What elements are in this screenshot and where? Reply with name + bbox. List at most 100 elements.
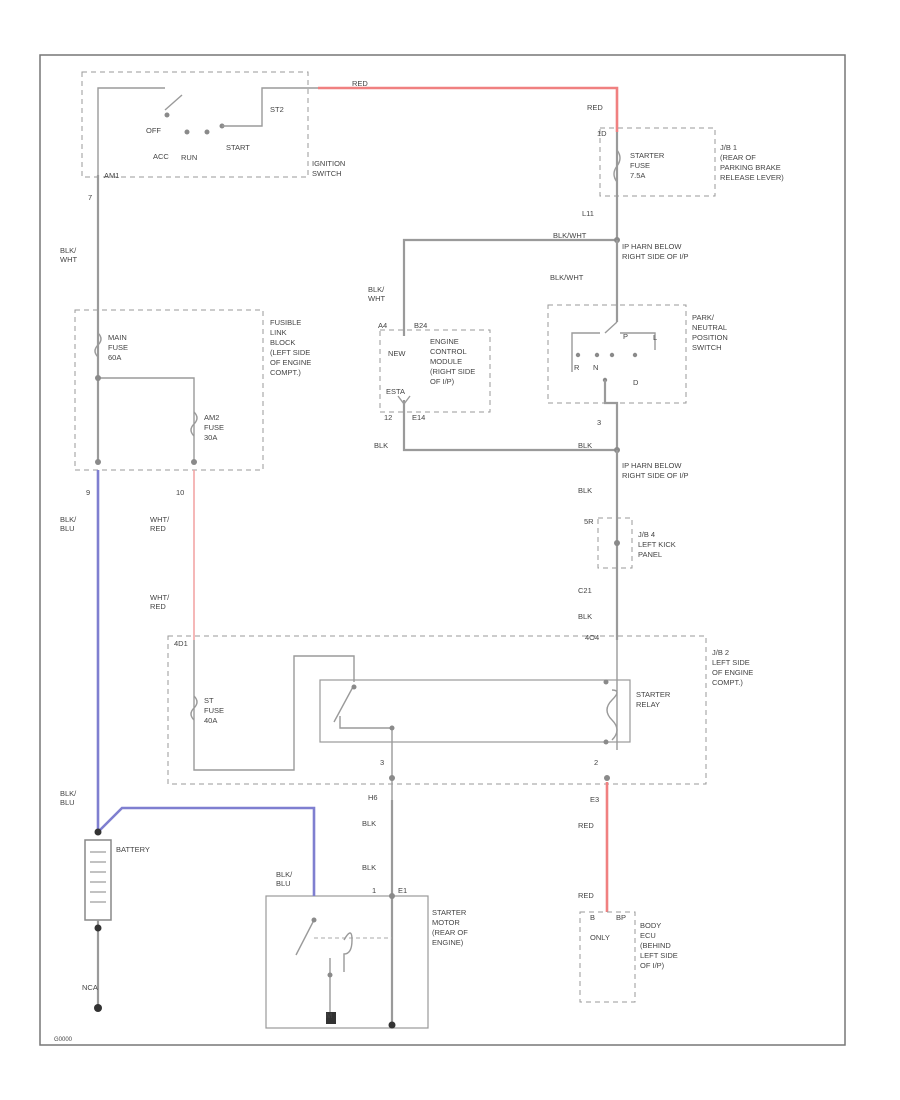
e3-label: E3 <box>590 795 599 804</box>
pin-1d-label: 1D <box>597 129 607 138</box>
wire-pnp-out <box>603 380 619 450</box>
body-ecu-label-5: OF I/P) <box>640 961 665 970</box>
ign-acc-label: ACC <box>153 152 169 161</box>
ignition-switch-name-2: SWITCH <box>312 169 342 178</box>
pnp-d-label: D <box>633 378 639 387</box>
am2-fuse-icon <box>190 411 198 437</box>
wht-red-label-2a: WHT/ <box>150 593 170 602</box>
wht-red-label-1b: RED <box>150 524 166 533</box>
starter-motor-label-4: ENGINE) <box>432 938 464 947</box>
motor-contact-top <box>311 917 317 923</box>
pnp-r-label: R <box>574 363 580 372</box>
blk-wht-ecm-label-1: BLK/ <box>368 285 385 294</box>
ign-contact-run <box>204 129 210 135</box>
red-wire-ignition-to-fuse <box>318 86 619 132</box>
jb4-label-1: J/B 4 <box>638 530 655 539</box>
jb2-box <box>167 635 707 785</box>
jb2-label-2: LEFT SIDE <box>712 658 750 667</box>
pnp-label-3: POSITION <box>692 333 728 342</box>
starter-motor-label-2: MOTOR <box>432 918 460 927</box>
relay-contact-arm <box>333 684 355 723</box>
fusible-link-label-2: LINK <box>270 328 287 337</box>
fusible-link-block-box <box>74 309 264 471</box>
pnp-contact-d <box>632 352 638 358</box>
jb2-pin-3-dot <box>389 775 395 781</box>
ign-contact-off <box>164 112 170 118</box>
c21-label: C21 <box>578 586 592 595</box>
battery-ground-point <box>94 1004 102 1012</box>
pin-3-relay-label: 3 <box>380 758 384 767</box>
blk-wht-wire-to-ecm <box>402 238 617 336</box>
blk-blu-label-2: BLU <box>60 524 75 533</box>
pnp-contact-p <box>609 352 615 358</box>
ign-off-label: OFF <box>146 126 161 135</box>
ecm-pin-ab-label: A4 <box>378 321 387 330</box>
jb2-label-3: OF ENGINE <box>712 668 753 677</box>
jb2-pin-right-label: 4O4 <box>585 633 599 642</box>
h6-label: H6 <box>368 793 378 802</box>
pin-2-relay-label: 2 <box>594 758 598 767</box>
relay-coil-icon <box>606 689 618 741</box>
motor-ground-terminal <box>326 1012 336 1024</box>
fusible-link-label-3: BLOCK <box>270 338 295 347</box>
pnp-right-arc <box>620 332 656 350</box>
am2-fuse-label-2: FUSE <box>204 423 224 432</box>
pin-3-pnp-label: 3 <box>597 418 601 427</box>
jb4-connection <box>614 540 620 546</box>
red-top-label: RED <box>352 79 368 88</box>
ecm-label-5: OF I/P) <box>430 377 455 386</box>
fusible-link-label-4: (LEFT SIDE <box>270 348 310 357</box>
pin-11-label: L11 <box>582 209 594 218</box>
blk-wht-left-label-1: BLK/ <box>60 246 77 255</box>
blk-wire-ecm-ground <box>402 400 617 452</box>
wht-red-label-1a: WHT/ <box>150 515 170 524</box>
ecm-diode-icon <box>397 395 411 406</box>
jb1-label-1: J/B 1 <box>720 143 737 152</box>
starter-fuse-label-2: FUSE <box>630 161 650 170</box>
main-fuse-label-2: FUSE <box>108 343 128 352</box>
pin-10-label: 10 <box>176 488 184 497</box>
blk-motor-label: BLK <box>362 863 376 872</box>
st-fuse-label-3: 40A <box>204 716 217 725</box>
pnp-contact-n <box>594 352 600 358</box>
ecm-pin-e14-label: E14 <box>412 413 425 422</box>
st-fuse-icon <box>190 695 198 721</box>
ecu-pin-b-label: B <box>590 913 595 922</box>
st-fuse-label-2: FUSE <box>204 706 224 715</box>
wht-red-label-2b: RED <box>150 602 166 611</box>
st-fuse-circuit-wire <box>193 640 355 771</box>
body-ecu-label-4: LEFT SIDE <box>640 951 678 960</box>
am2-branch-wire <box>98 377 195 462</box>
body-ecu-box <box>579 911 636 1003</box>
nca-label: NCA <box>82 983 98 992</box>
ignition-switch-box <box>81 71 309 178</box>
pnp-label-2: NEUTRAL <box>692 323 727 332</box>
ecm-label-4: (RIGHT SIDE <box>430 367 475 376</box>
battery-label: BATTERY <box>116 845 150 854</box>
jb2-pin-2-dot <box>604 775 610 781</box>
main-fuse-label-1: MAIN <box>108 333 127 342</box>
ip-harn-1: IP HARN BELOW <box>622 242 682 251</box>
blk-vert-2-label: BLK <box>578 612 592 621</box>
jb4-label-3: PANEL <box>638 550 662 559</box>
pin-7-label: 7 <box>88 193 92 202</box>
ecm-box <box>379 329 491 413</box>
pnp-switch-box <box>547 304 687 404</box>
pnp-label-4: SWITCH <box>692 343 722 352</box>
ign-am1-label: AM1 <box>104 171 119 180</box>
ignition-switch-name-1: IGNITION <box>312 159 345 168</box>
starter-fuse-icon <box>613 149 621 183</box>
blk-pnp-bottom-label: BLK <box>578 441 592 450</box>
pnp-left-arc <box>571 332 600 372</box>
jb1-label-2: (REAR OF <box>720 153 756 162</box>
motor-solenoid-icon <box>343 932 353 972</box>
starter-motor-label-1: STARTER <box>432 908 467 917</box>
ip-harn-1b: RIGHT SIDE OF I/P <box>622 252 689 261</box>
jb2-pin-left-label: 4D1 <box>174 639 188 648</box>
ign-start-label: START <box>226 143 250 152</box>
starter-fuse-label-3: 7.5A <box>630 171 645 180</box>
fusible-link-label-6: COMPT.) <box>270 368 301 377</box>
ip-harn-2b: RIGHT SIDE OF I/P <box>622 471 689 480</box>
red-ecu-label: RED <box>578 891 594 900</box>
